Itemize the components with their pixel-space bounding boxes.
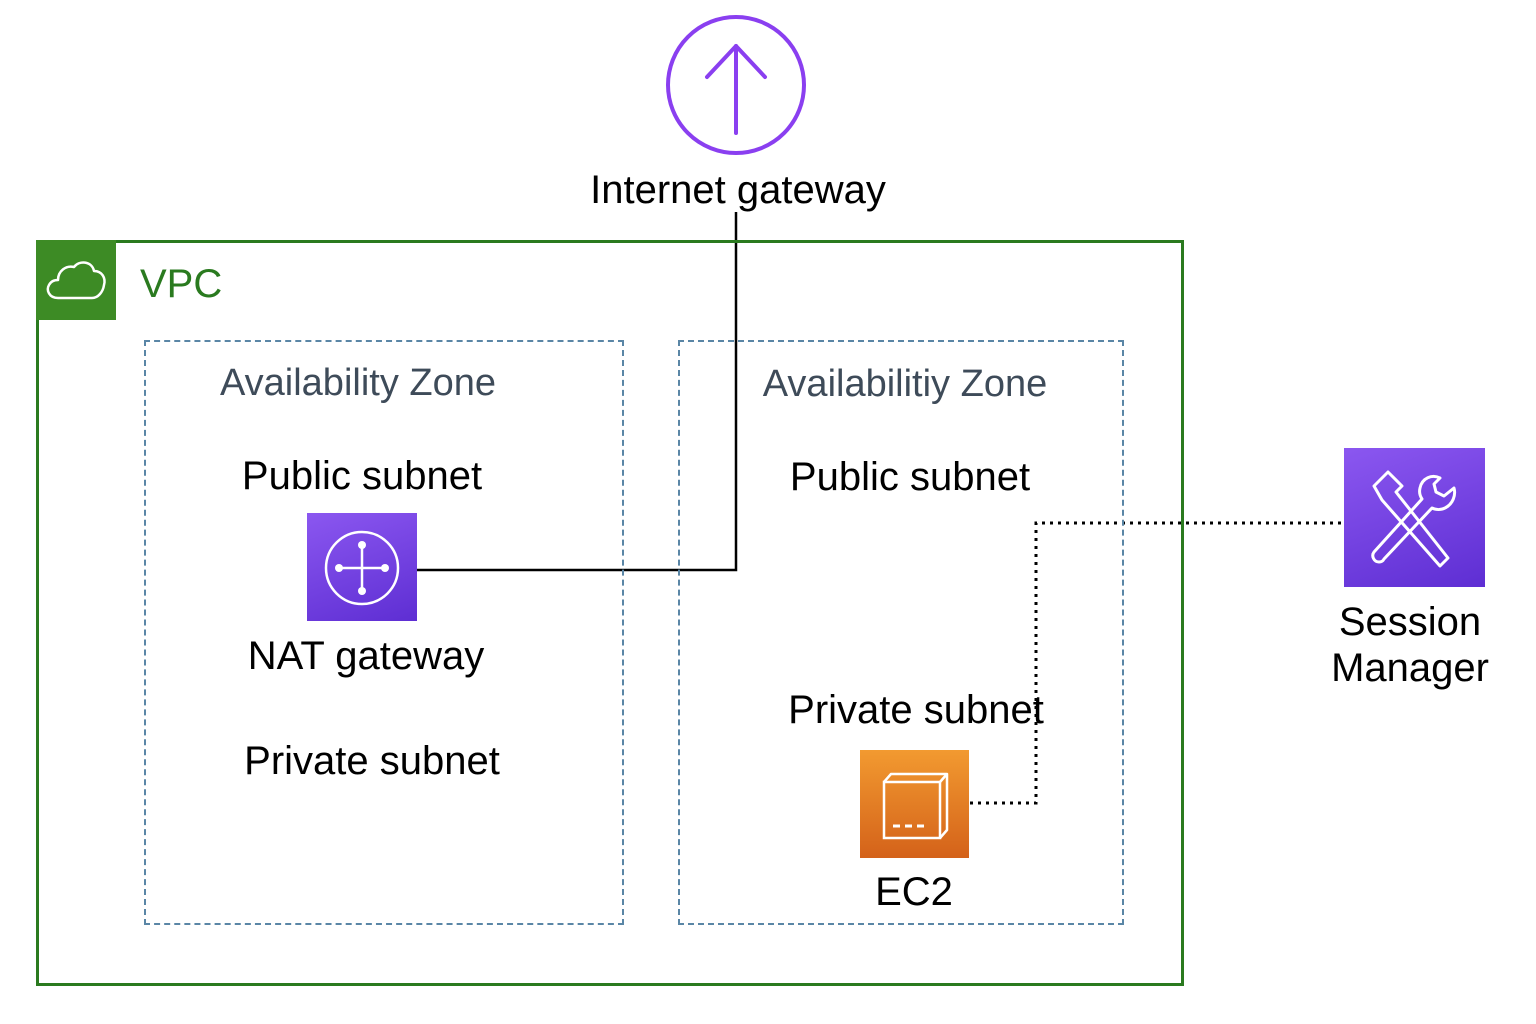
session-manager-label-line1: Session [1338, 600, 1482, 644]
az1-private-subnet-label: Private subnet [244, 739, 500, 783]
ec2-label: EC2 [875, 870, 953, 914]
availability-zone-2 [678, 340, 1124, 925]
ec2-instance-icon[interactable] [860, 750, 969, 858]
session-manager-label-line2: Manager [1331, 646, 1489, 690]
vpc-container [36, 240, 1184, 986]
az2-public-subnet-label: Public subnet [789, 455, 1031, 499]
nat-gateway-label: NAT gateway [247, 634, 485, 678]
nat-to-igw-connector [417, 212, 738, 572]
vpc-label: VPC [140, 262, 223, 306]
internet-gateway-icon[interactable] [665, 13, 807, 158]
az1-label: Availability Zone [219, 362, 497, 404]
vpc-badge [36, 240, 116, 320]
az1-public-subnet-label: Public subnet [241, 454, 483, 498]
session-manager-icon[interactable] [1344, 448, 1485, 587]
ec2-to-session-manager-connector [970, 521, 1344, 805]
az2-private-subnet-label: Private subnet [788, 688, 1044, 732]
cloud-icon [46, 261, 106, 300]
availability-zone-1 [144, 340, 624, 925]
az2-label: Availabilitiy Zone [762, 363, 1048, 405]
internet-gateway-label: Internet gateway [590, 168, 886, 212]
nat-gateway-icon[interactable] [307, 513, 417, 621]
